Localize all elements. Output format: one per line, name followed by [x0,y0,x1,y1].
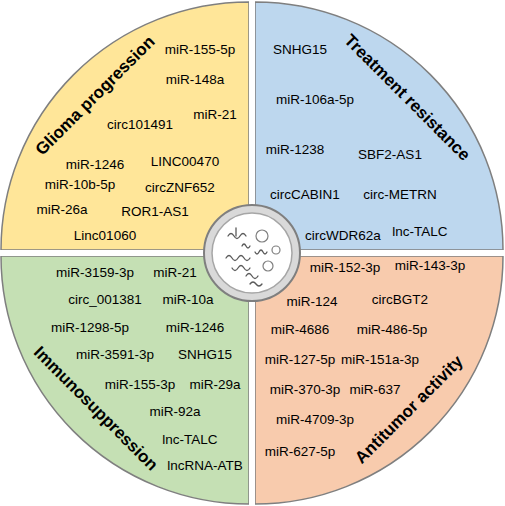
quadrant-outline [1,2,249,250]
rna-name: miR-4709-3p [276,412,354,428]
rna-name: miR-637 [349,382,400,398]
rna-name: circ-METRN [363,187,437,203]
rna-name: LINC00470 [151,154,219,170]
rna-name: miR-3591-3p [76,347,154,363]
rna-name: SNHG15 [178,347,232,363]
rna-name: miR-370-3p [270,382,341,398]
quadrant-panel: ImmunosuppressionmiR-3159-3pmiR-21circ_0… [0,256,249,506]
rna-name: lncRNA-ATB [167,458,243,474]
quadrant-outline [255,2,503,250]
quadrant-panel: Treatment resistanceSNHG15miR-106a-5pmiR… [255,0,505,250]
rna-name: miR-3159-3p [56,265,134,281]
rna-name: circZNF652 [145,180,215,196]
rna-name: miR-155-3p [105,377,176,393]
rna-name: lnc-TALC [392,224,447,240]
quadrant-panel: Antitumor activitymiR-152-3pmiR-143-3pmi… [255,256,505,506]
rna-name: miR-10a [162,292,213,308]
rna-name: miR-152-3p [310,260,381,276]
rna-name: miR-155-5p [165,42,236,58]
rna-name: miR-127-5p [265,352,336,368]
rna-name: miR-151a-3p [341,352,419,368]
quadrant-outline [1,256,249,504]
rna-name: miR-26a [36,202,87,218]
rna-name: miR-486-5p [357,322,428,338]
rna-name: lnc-TALC [162,432,217,448]
rna-name: SBF2-AS1 [358,147,422,163]
rna-name: miR-143-3p [395,258,466,274]
rna-name: circ_001381 [68,292,142,308]
rna-name: miR-21 [153,265,197,281]
rna-name: circWDR62a [305,228,381,244]
rna-name: miR-4686 [271,322,330,338]
rna-name: miR-1238 [266,142,325,158]
rna-name: miR-29a [189,377,240,393]
rna-name: miR-148a [166,72,225,88]
rna-name: miR-10b-5p [45,177,116,193]
rna-name: miR-124 [286,294,337,310]
rna-name: miR-106a-5p [276,92,354,108]
rna-name: circBGT2 [372,292,428,308]
rna-name: circCABIN1 [270,187,340,203]
rna-name: SNHG15 [273,42,327,58]
rna-name: circ101491 [107,117,173,133]
quadrant-outline [255,256,503,504]
rna-name: miR-627-5p [265,444,336,460]
quarter-disk [255,0,505,250]
rna-name: miR-1246 [66,157,125,173]
rna-name: miR-1246 [166,320,225,336]
quadrant-panel: Glioma progressionmiR-155-5pmiR-148acirc… [0,0,249,250]
rna-name: miR-92a [149,404,200,420]
rna-name: miR-21 [193,107,237,123]
rna-name: ROR1-AS1 [121,204,189,220]
rna-name: miR-1298-5p [51,320,129,336]
rna-name: Linc01060 [74,228,136,244]
